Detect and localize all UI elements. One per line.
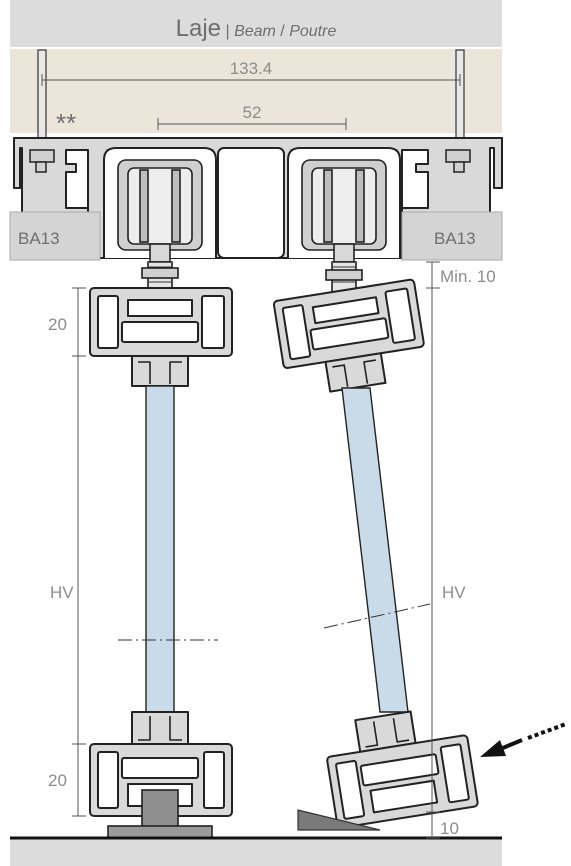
right-bottom-rail [326,710,479,829]
push-arrow-icon [480,722,567,757]
left-glass-panel [145,385,175,713]
right-door-leaf [272,278,479,829]
floor-gap-label: 10 [440,819,459,838]
overall-width-dimension [41,74,461,86]
floor-guide [107,789,213,839]
leaf-height-label-right: HV [442,583,466,602]
wheel-spacing-dimension [157,118,347,130]
floor-wedge-icon [297,809,381,831]
right-glass-panel [341,387,409,713]
plasterboard-right [401,211,503,261]
leaf-height-label-left: HV [50,583,74,602]
left-height-dimensions [72,287,86,817]
note-marker: ** [56,108,76,138]
ceiling-beam [10,0,502,133]
bolt-heads [29,149,471,173]
floor [10,836,502,866]
left-top-rail [89,287,233,387]
bottom-rail-height-label: 20 [48,771,67,790]
beam-title: Laje | Beam / Poutre [176,15,337,42]
plasterboard-left [9,211,101,261]
wheel-spacing-label: 52 [243,103,262,122]
right-height-dimensions [426,261,440,839]
overall-width-label: 133.4 [230,59,273,78]
plasterboard-left-label: BA13 [18,229,60,248]
axis-lines [118,603,431,641]
right-top-rail [272,278,425,393]
min-gap-label: Min. 10 [440,267,496,286]
plasterboard-right-label: BA13 [434,229,476,248]
top-rail-height-label: 20 [48,315,67,334]
wheel-assembly-left [117,159,203,291]
wheel-assembly-right [301,159,387,293]
left-door-leaf [89,287,233,839]
